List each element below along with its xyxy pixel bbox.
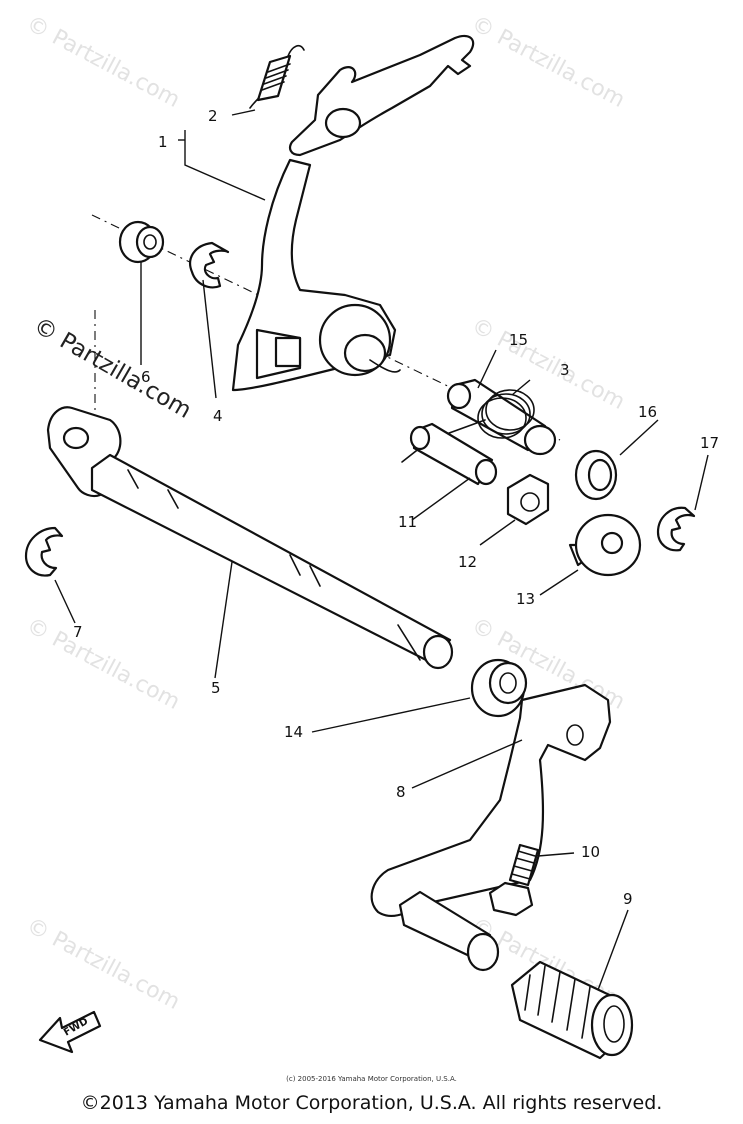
part-10-bolt	[488, 843, 540, 917]
part-15-pin	[446, 378, 557, 456]
callout-13: 13	[516, 590, 535, 608]
part-11-pin	[409, 422, 498, 486]
callout-14: 14	[284, 723, 303, 741]
callout-12: 12	[458, 553, 477, 571]
part-17-clip	[656, 506, 696, 552]
small-copyright: (c) 2005-2016 Yamaha Motor Corporation, …	[286, 1075, 457, 1083]
callout-5: 5	[211, 679, 221, 697]
callout-3: 3	[560, 361, 570, 379]
watermark-dark: © Partzilla.com	[29, 313, 196, 424]
callout-7: 7	[73, 623, 83, 641]
callout-15: 15	[509, 331, 528, 349]
part-13-lock-washer	[568, 513, 642, 577]
leader-lines	[54, 109, 709, 991]
part-14-collar	[470, 658, 528, 718]
callout-11: 11	[398, 513, 417, 531]
callout-4: 4	[213, 407, 223, 425]
callout-17: 17	[700, 434, 719, 452]
part-6-collar	[118, 220, 165, 264]
part-9-rubber	[510, 960, 634, 1060]
watermark: © Partzilla.com	[22, 613, 184, 715]
part-8-shift-pedal	[370, 683, 612, 972]
part-7-clip	[24, 526, 64, 577]
callout-8: 8	[396, 783, 406, 801]
fwd-arrow: FWD	[38, 1010, 102, 1054]
watermark: © Partzilla.com	[22, 11, 184, 113]
callout-6: 6	[141, 368, 151, 386]
part-4-clip	[189, 241, 230, 289]
part-16-washer	[574, 449, 618, 501]
main-copyright: ©2013 Yamaha Motor Corporation, U.S.A. A…	[80, 1092, 663, 1114]
part-2-spring	[249, 44, 305, 109]
callout-16: 16	[638, 403, 657, 421]
part-5-shift-shaft	[46, 406, 454, 670]
watermark: © Partzilla.com	[22, 913, 184, 1015]
callout-10: 10	[581, 843, 600, 861]
callout-1: 1	[158, 133, 168, 151]
callout-2: 2	[208, 107, 218, 125]
callout-9: 9	[623, 890, 633, 908]
part-1-shift-arm	[231, 34, 475, 392]
part-12-nut	[506, 473, 550, 526]
watermark: © Partzilla.com	[467, 11, 629, 113]
callouts: 1 2 3 4 5 6 7 8 9 10 11 12 13 14 15 16 1…	[73, 107, 719, 908]
